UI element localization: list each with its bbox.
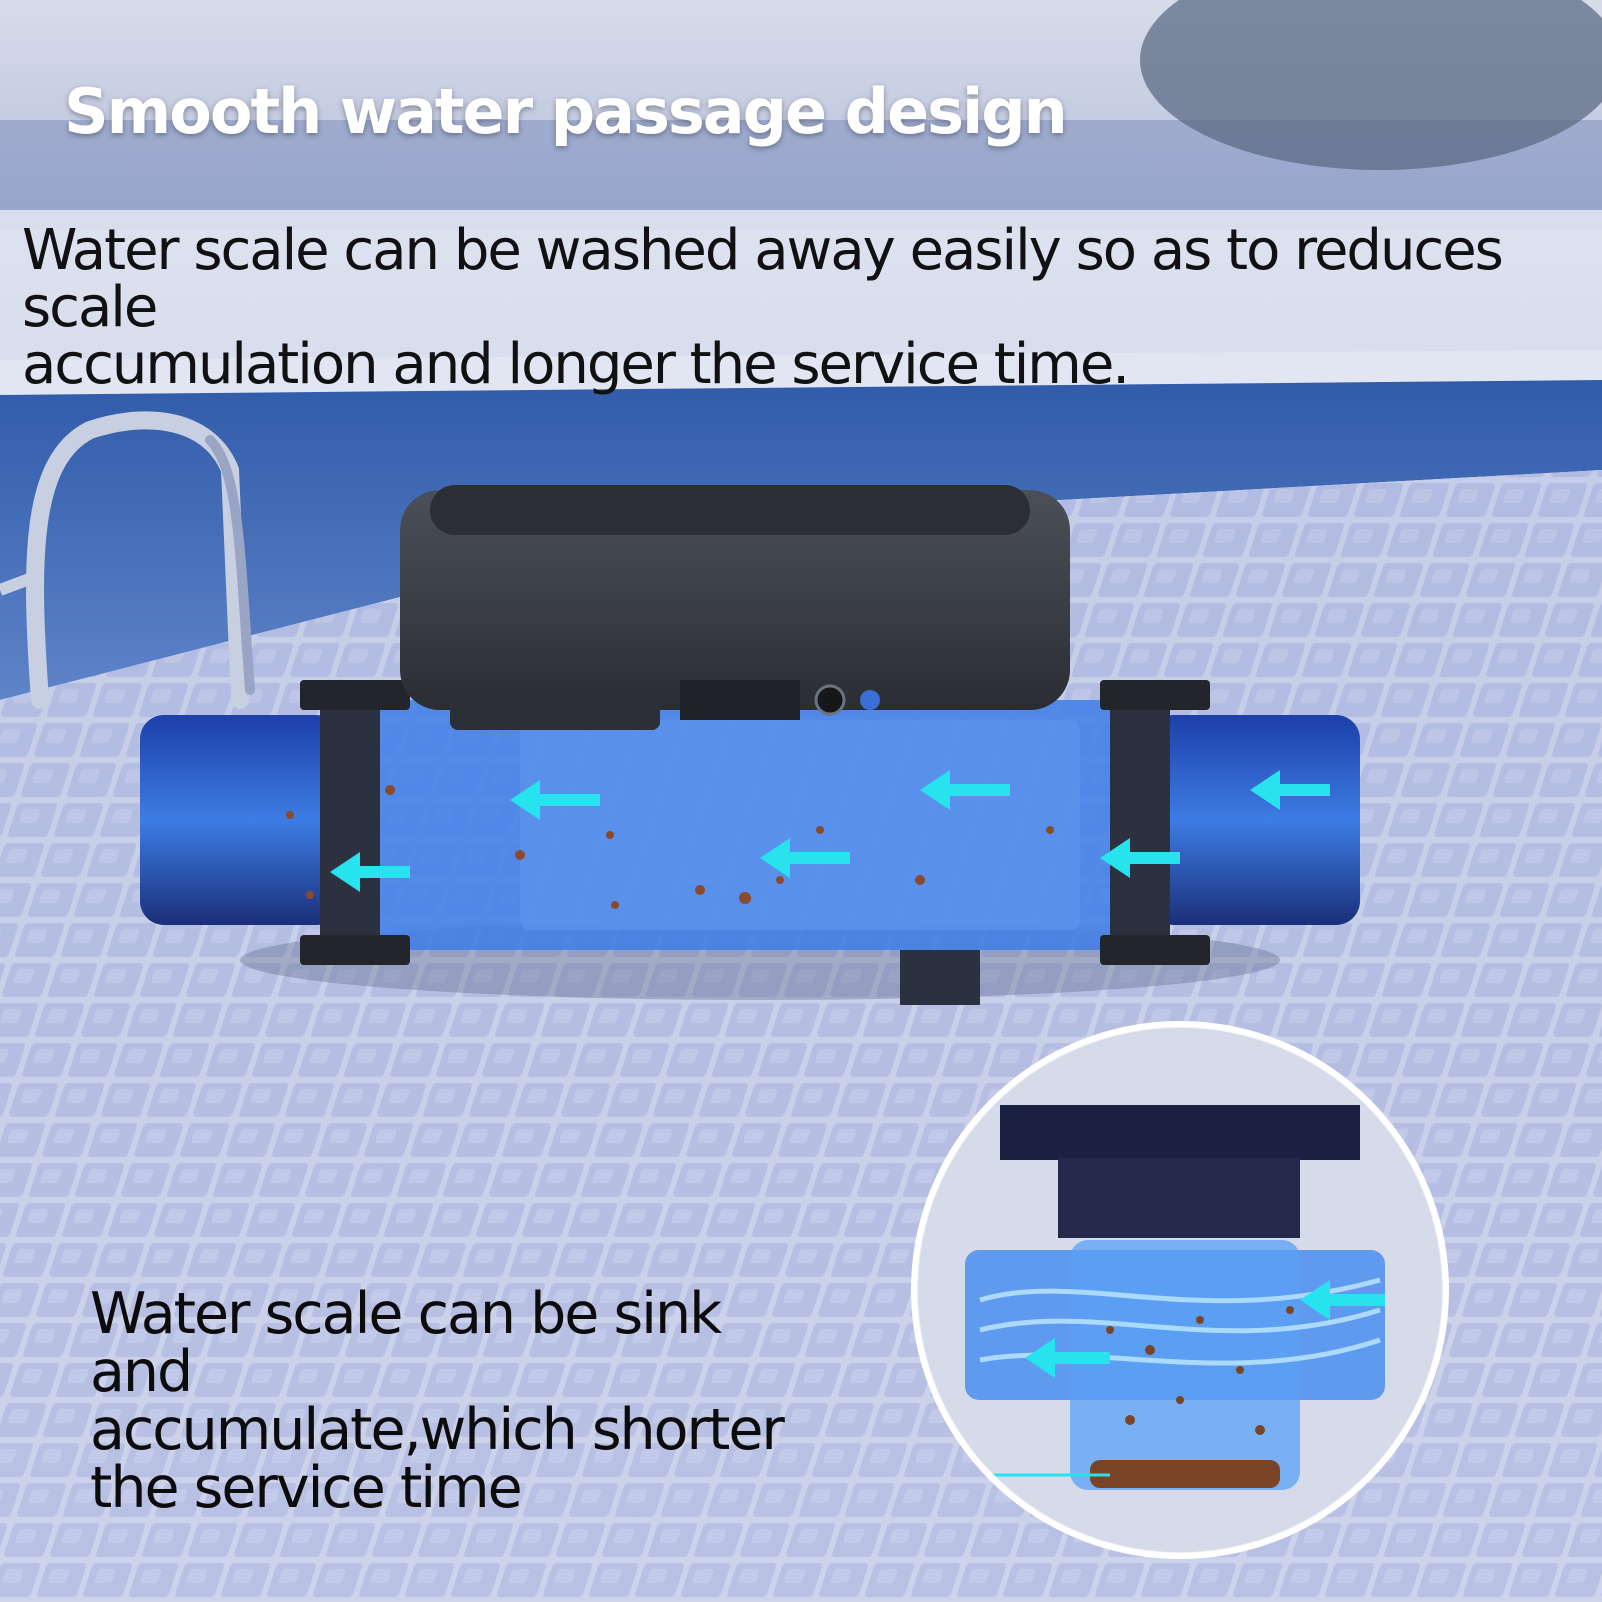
power-port-icon (814, 684, 846, 716)
flow-arrow-icon (510, 780, 600, 820)
flow-arrow-icon (920, 770, 1010, 810)
detail-sump (1070, 1240, 1300, 1490)
box-base (450, 690, 660, 730)
pool-ladder (26, 411, 249, 709)
thread-right (1110, 690, 1170, 950)
callout-line: the service time (90, 1455, 523, 1522)
tree-cluster (1140, 0, 1602, 170)
feature-description-line: accumulation and longer the service time… (22, 332, 1130, 398)
pool-ladder-inner (205, 435, 255, 695)
flow-arrow-icon (760, 838, 850, 878)
feature-description-line: Water scale can be washed away easily so… (22, 218, 1504, 341)
far-deck (0, 210, 1602, 370)
detail-cap (1000, 1105, 1360, 1160)
nut-left-bottom (300, 935, 410, 965)
feature-description: Water scale can be washed away easily so… (22, 222, 1542, 393)
detail-housing (1058, 1158, 1300, 1238)
nut-right-bottom (1100, 935, 1210, 965)
pipe-inner-chamber (520, 720, 1080, 930)
control-panel-top (430, 485, 1030, 535)
chlorinator-device (140, 485, 1360, 1005)
detail-magnifier (911, 1021, 1449, 1559)
callout-line: Water scale can be sink and (90, 1281, 722, 1406)
pipe-left-end (140, 715, 340, 925)
thread-left (320, 690, 380, 950)
control-box (400, 490, 1070, 710)
vent-grille (680, 680, 800, 720)
scale-particles (286, 785, 1054, 909)
nut-right-top (1100, 680, 1210, 710)
flow-arrow-icon (330, 852, 410, 892)
pool-water (0, 370, 1602, 700)
pipe-right-end (1150, 715, 1360, 925)
comparison-callout: Water scale can be sink and accumulate,w… (90, 1285, 810, 1518)
flow-arrow-icon (1300, 1280, 1385, 1320)
detail-sediment (1090, 1460, 1280, 1488)
flow-arrow-icon (1250, 770, 1330, 810)
flow-arrow-icon (1025, 1338, 1110, 1378)
pool-edge (0, 350, 1602, 395)
ladder-step (0, 569, 43, 596)
bottom-fitting (900, 950, 980, 1005)
indicator-light-icon (860, 690, 880, 710)
flow-arrow-icon (1100, 838, 1180, 878)
flow-arrows-main (330, 770, 1330, 892)
callout-line: accumulate,which shorter (90, 1397, 785, 1464)
page-title: Smooth water passage design (64, 75, 1068, 148)
nut-left-top (300, 680, 410, 710)
